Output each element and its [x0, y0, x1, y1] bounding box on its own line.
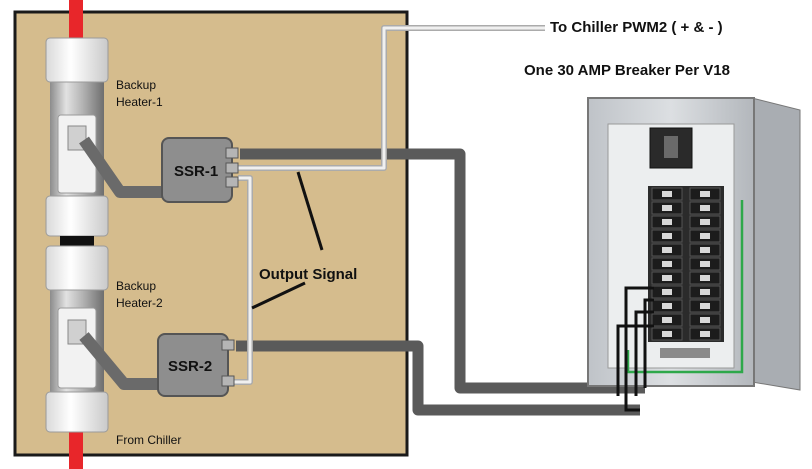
- ground-wire: [626, 200, 744, 374]
- heater-2-top-cap: [45, 245, 109, 291]
- breaker-handle-right-7: [700, 275, 710, 281]
- panel-neutral-bar: [660, 348, 710, 358]
- breaker-note-label: One 30 AMP Breaker Per V18: [524, 62, 730, 79]
- ssr-2-terminal-b: [221, 375, 235, 387]
- breaker-handle-left-11: [662, 331, 672, 337]
- ssr-1-terminal-c: [225, 176, 239, 188]
- panel-wire-1: [643, 298, 654, 388]
- breaker-handle-right-6: [700, 261, 710, 267]
- outlet-pipe: [69, 0, 83, 44]
- backup-heater-1: [45, 37, 109, 237]
- heater-2-to-ssr-2-conduit: [79, 332, 160, 390]
- breaker-handle-right-3: [700, 219, 710, 225]
- breaker-handle-left-10: [662, 317, 672, 323]
- breakers-left-column: [651, 187, 683, 341]
- breaker-handle-left-6: [662, 261, 672, 267]
- output-signal-label: Output Signal: [259, 266, 357, 283]
- to-chiller-label: To Chiller PWM2 ( + & - ): [550, 19, 723, 36]
- breaker-handle-left-2: [662, 205, 672, 211]
- breaker-handle-left-1: [662, 191, 672, 197]
- panel-side: [751, 97, 801, 391]
- signal-wire-ssr-link-inner: [232, 176, 252, 384]
- heater-2-terminal: [67, 319, 87, 345]
- from-chiller-label: From Chiller: [116, 433, 181, 447]
- breaker-handle-left-4: [662, 233, 672, 239]
- heater-2-label-line-2: Heater-2: [116, 296, 163, 310]
- breaker-handle-left-9: [662, 303, 672, 309]
- inlet-pipe: [69, 430, 83, 469]
- output-signal-pointer-2: [251, 281, 306, 310]
- heater-2-label-line-1: Backup: [116, 279, 156, 293]
- breaker-panel-icon: [587, 97, 801, 412]
- panel-wire-2: [634, 310, 654, 396]
- heater-1-label-line-2: Heater-1: [116, 95, 163, 109]
- breaker-handle-left-5: [662, 247, 672, 253]
- ssr-2-label: SSR-2: [168, 358, 212, 375]
- output-signal-pointer-1: [296, 171, 324, 251]
- panel-wire-3: [624, 286, 654, 412]
- power-wire-ssr-2: [236, 340, 640, 416]
- heater-1-top-cap: [45, 37, 109, 83]
- power-wire-ssr-1: [240, 148, 645, 394]
- panel-wire-4: [616, 324, 654, 396]
- heater-1-to-ssr-1-conduit: [79, 136, 162, 198]
- heater-coupler: [60, 236, 94, 248]
- breaker-handle-right-1: [700, 191, 710, 197]
- breaker-handle-right-11: [700, 331, 710, 337]
- ssr-2-body: [157, 333, 229, 397]
- ssr-1-label: SSR-1: [174, 163, 218, 180]
- ssr-2-terminal-a: [221, 339, 235, 351]
- heater-1-label-line-1: Backup: [116, 78, 156, 92]
- ssr-1-terminal-a: [225, 147, 239, 159]
- signal-wire-to-chiller-inner: [236, 26, 545, 170]
- breaker-handle-left-8: [662, 289, 672, 295]
- breaker-handle-right-9: [700, 303, 710, 309]
- breaker-handle-left-7: [662, 275, 672, 281]
- breaker-handle-right-10: [700, 317, 710, 323]
- main-breaker-handle: [664, 136, 678, 158]
- breaker-handle-right-5: [700, 247, 710, 253]
- heater-1-bottom-cap: [45, 195, 109, 237]
- breakers-right-column: [689, 187, 721, 341]
- breaker-handle-left-3: [662, 219, 672, 225]
- ssr-2: SSR-2: [157, 333, 235, 397]
- breaker-handle-right-8: [700, 289, 710, 295]
- ssr-1-terminal-b: [225, 162, 239, 174]
- breaker-handle-right-2: [700, 205, 710, 211]
- backup-heater-2: [45, 245, 109, 433]
- ssr-1: SSR-1: [161, 137, 239, 203]
- heater-2-bottom-cap: [45, 391, 109, 433]
- breaker-handle-right-4: [700, 233, 710, 239]
